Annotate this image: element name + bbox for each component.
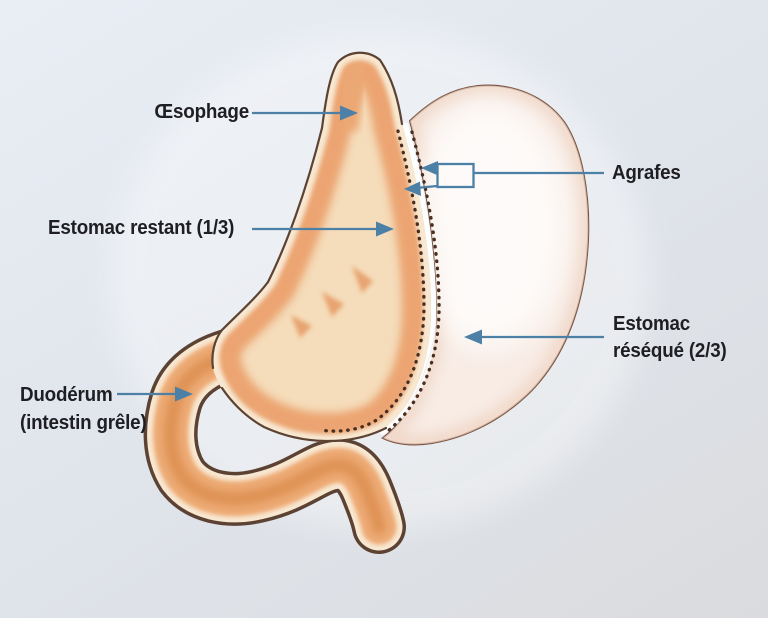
staple-line-resected <box>386 130 441 433</box>
duodenum-label: Duodérum (intestin grêle) <box>20 381 147 437</box>
agrafes-label: Agrafes <box>612 162 681 184</box>
agrafes-connector <box>404 161 604 196</box>
sleeve-outline-bottom <box>220 386 388 443</box>
estomac-reseque-line2: réséqué (2/3) <box>613 340 727 362</box>
oesophage-label: Œsophage <box>154 101 249 123</box>
staple-line-sleeve <box>318 129 426 433</box>
rugae-fold <box>291 315 312 338</box>
sleeve-outline-left <box>211 51 404 370</box>
cut-gap-band <box>378 122 437 435</box>
rugae-fold <box>322 292 344 317</box>
resected-stomach-shape <box>381 84 590 446</box>
oesophage-arrow <box>252 105 358 121</box>
estomac-reseque-label: Estomac réséqué (2/3) <box>613 311 727 365</box>
estomac-reseque-line1: Estomac <box>613 313 691 335</box>
estomac-restant-arrow <box>252 221 394 237</box>
rugae-fold <box>352 266 373 293</box>
duodenum-arrow <box>117 386 193 402</box>
duodenum-line1: Duodérum <box>20 384 113 406</box>
estomac-restant-label: Estomac restant (1/3) <box>48 217 235 239</box>
esophagus-shading <box>338 64 369 132</box>
estomac-reseque-arrow <box>464 329 604 345</box>
esophagus-sleeve-shape <box>211 51 431 443</box>
duodenum-line2: (intestin grêle) <box>20 412 147 434</box>
agrafes-box <box>436 162 475 189</box>
